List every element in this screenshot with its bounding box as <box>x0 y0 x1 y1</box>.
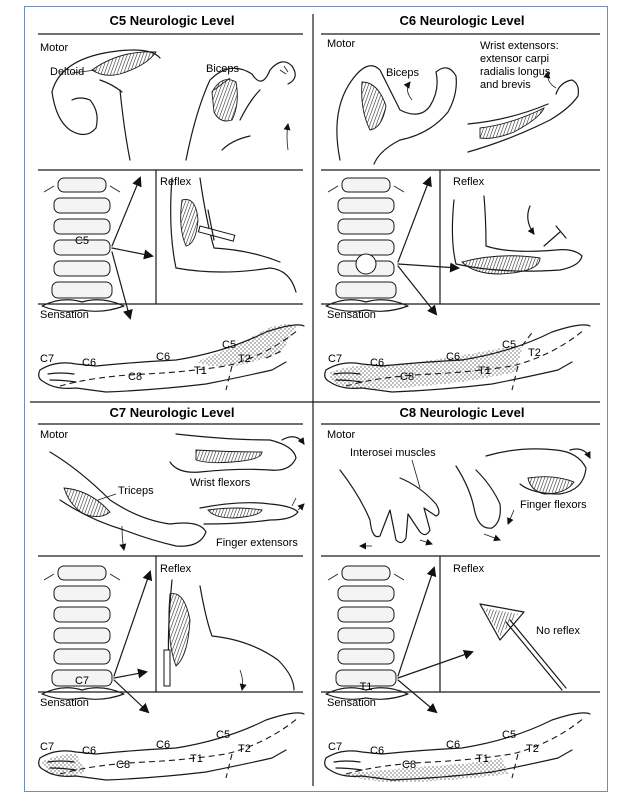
dermatome-c8: C8 <box>400 371 414 383</box>
wrist-extensors-label: Wrist extensors: <box>480 40 559 52</box>
spine-c8: T1 <box>325 565 409 700</box>
dermatome-c6-forearm: C6 <box>156 739 170 751</box>
finger-extensors-label: Finger extensors <box>216 537 298 549</box>
panel-title: C6 Neurologic Level <box>400 13 525 28</box>
finger-flexors-label: Finger flexors <box>520 499 587 511</box>
sensation-arm-c5 <box>38 324 305 393</box>
dermatome-c6-hand: C6 <box>82 357 96 369</box>
panel-c5: C5 Neurologic Level Motor Deltoid Biceps… <box>38 13 305 393</box>
wrist-flexors-illustration <box>169 433 305 473</box>
sensation-label: Sensation <box>40 697 89 709</box>
motor-label: Motor <box>40 42 68 54</box>
level-label: C5 <box>75 235 89 247</box>
dermatome-c8: C8 <box>116 759 130 771</box>
finger-flexors-illustration <box>485 448 591 495</box>
dermatome-c5: C5 <box>216 729 230 741</box>
dermatome-c7: C7 <box>40 353 54 365</box>
reflex-arm-c6 <box>451 195 583 275</box>
sensation-label: Sensation <box>327 309 376 321</box>
dermatome-c6-forearm: C6 <box>156 351 170 363</box>
arrow-to-sensation <box>111 251 133 320</box>
sensation-arm-c7 <box>38 712 305 781</box>
dermatome-c7: C7 <box>328 741 342 753</box>
dermatome-c6-hand: C6 <box>82 745 96 757</box>
reflex-hammer <box>479 603 567 691</box>
panel-c6: C6 Neurologic Level Motor Biceps Wrist e… <box>324 13 591 393</box>
dermatome-c8: C8 <box>402 759 416 771</box>
dermatome-t2: T2 <box>238 743 251 755</box>
dermatome-t1: T1 <box>190 753 203 765</box>
dermatome-t1: T1 <box>476 753 489 765</box>
sensation-label: Sensation <box>40 309 89 321</box>
sensation-arm-c8 <box>324 712 591 783</box>
wrist-extensors-illustration <box>467 71 579 153</box>
biceps-c5-illustration <box>185 61 296 161</box>
dermatome-t2: T2 <box>526 743 539 755</box>
dermatome-c6-forearm: C6 <box>446 351 460 363</box>
level-label: C7 <box>75 675 89 687</box>
biceps-label: Biceps <box>206 63 240 75</box>
panel-title: C8 Neurologic Level <box>400 405 525 420</box>
triceps-illustration <box>49 451 207 551</box>
interosei-illustration <box>339 459 515 550</box>
spine-c5: C5 <box>41 177 125 312</box>
reflex-label: Reflex <box>453 176 485 188</box>
level-label: T1 <box>360 681 373 693</box>
panel-c7: C7 Neurologic Level Motor Triceps Wrist … <box>38 405 305 781</box>
no-reflex-label: No reflex <box>536 625 581 637</box>
panel-title: C7 Neurologic Level <box>110 405 235 420</box>
reflex-label: Reflex <box>453 563 485 575</box>
dermatome-c7: C7 <box>40 741 54 753</box>
deltoid-label: Deltoid <box>50 66 84 78</box>
sensation-arm-c6 <box>324 324 591 393</box>
arrow-to-motor <box>111 176 142 247</box>
biceps-label: Biceps <box>386 67 420 79</box>
reflex-label: Reflex <box>160 176 192 188</box>
arrow-to-reflex <box>111 247 154 260</box>
dermatome-c8: C8 <box>128 371 142 383</box>
wrist-flexors-label: Wrist flexors <box>190 477 251 489</box>
reflex-arm-c5 <box>170 177 297 293</box>
motor-label: Motor <box>327 38 355 50</box>
reflex-arm-c7 <box>163 579 295 691</box>
spine-c7: C7 <box>41 565 125 700</box>
biceps-c6-illustration <box>336 65 457 165</box>
finger-extensors-illustration <box>199 498 304 525</box>
dermatome-c6-hand: C6 <box>370 357 384 369</box>
dermatome-c7: C7 <box>328 353 342 365</box>
dermatome-t1: T1 <box>194 365 207 377</box>
panel-title: C5 Neurologic Level <box>110 13 235 28</box>
motor-label: Motor <box>40 429 68 441</box>
spine-c6 <box>325 177 409 312</box>
wrist-extensors-line4: and brevis <box>480 79 531 91</box>
wrist-extensors-line3: radialis longus <box>480 66 551 78</box>
deltoid-illustration <box>51 49 161 161</box>
dermatome-c5: C5 <box>502 339 516 351</box>
sensation-label: Sensation <box>327 697 376 709</box>
reflex-label: Reflex <box>160 563 192 575</box>
dermatome-c6-forearm: C6 <box>446 739 460 751</box>
dermatome-c5: C5 <box>222 339 236 351</box>
triceps-label: Triceps <box>118 485 154 497</box>
dermatome-t1: T1 <box>478 365 491 377</box>
wrist-extensors-line2: extensor carpi <box>480 53 549 65</box>
panel-c8: C8 Neurologic Level Motor Interosei musc… <box>324 405 591 783</box>
interosei-label: Interosei muscles <box>350 447 436 459</box>
dermatome-c5: C5 <box>502 729 516 741</box>
motor-label: Motor <box>327 429 355 441</box>
dermatome-t2: T2 <box>238 353 251 365</box>
dermatome-t2: T2 <box>528 347 541 359</box>
dermatome-c6-hand: C6 <box>370 745 384 757</box>
